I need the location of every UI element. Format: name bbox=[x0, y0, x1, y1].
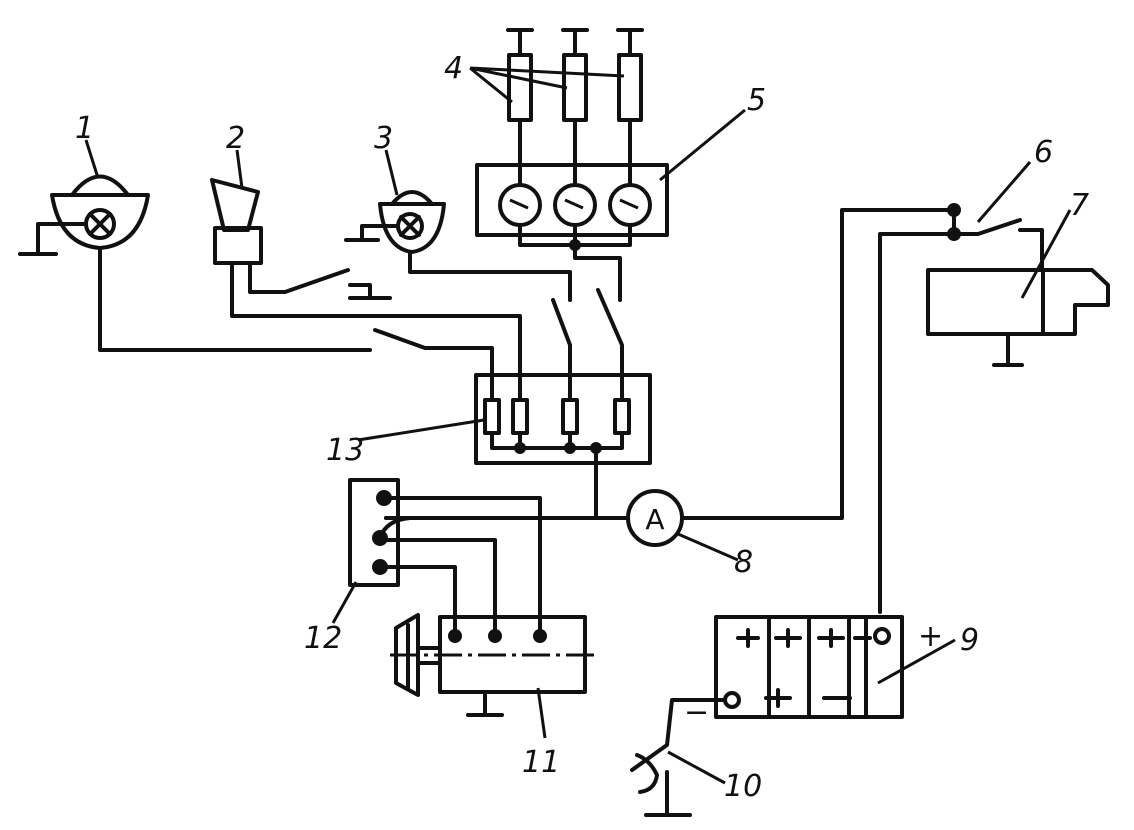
label-13: 13 bbox=[326, 433, 364, 468]
fuse-block bbox=[474, 373, 652, 520]
label-8: 8 bbox=[734, 545, 753, 580]
label-10: 10 bbox=[724, 769, 762, 804]
component-labels: 1 2 3 4 5 6 7 8 9 10 11 12 13 bbox=[75, 51, 1089, 804]
label-6: 6 bbox=[1034, 135, 1053, 170]
starter bbox=[926, 268, 1110, 367]
label-9: 9 bbox=[960, 623, 979, 658]
starter-switch bbox=[878, 208, 1044, 614]
label-4: 4 bbox=[444, 51, 463, 86]
relay-regulator bbox=[348, 478, 542, 637]
glow-plugs bbox=[506, 28, 644, 187]
label-12: 12 bbox=[304, 621, 342, 656]
label-1: 1 bbox=[75, 111, 94, 146]
label-2: 2 bbox=[226, 121, 245, 156]
ammeter-letter: A bbox=[645, 503, 664, 536]
horn bbox=[210, 178, 522, 402]
label-7: 7 bbox=[1070, 188, 1089, 223]
battery: + − bbox=[684, 615, 943, 730]
label-11: 11 bbox=[522, 745, 560, 780]
ground-switch bbox=[630, 698, 726, 817]
label-5: 5 bbox=[747, 83, 766, 118]
generator bbox=[390, 613, 600, 717]
leader-lines bbox=[84, 66, 1072, 785]
headlamp-left bbox=[18, 174, 494, 402]
panel-switches bbox=[551, 288, 624, 402]
label-3: 3 bbox=[374, 121, 393, 156]
headlamp-right bbox=[344, 190, 572, 302]
ammeter: A bbox=[384, 203, 961, 547]
indicator-panel bbox=[475, 163, 669, 302]
